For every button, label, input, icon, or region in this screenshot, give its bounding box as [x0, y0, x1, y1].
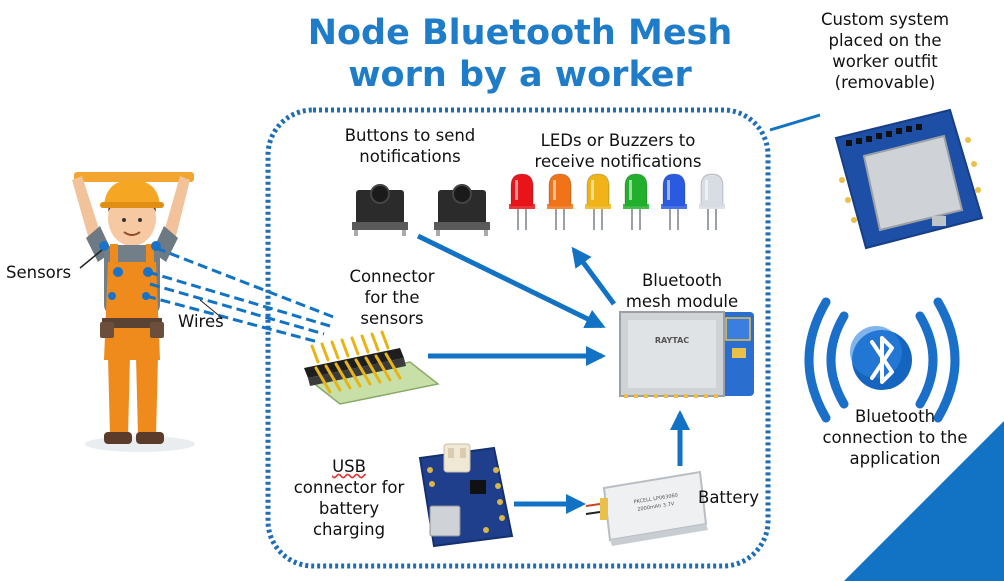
node-boundary [265, 107, 771, 569]
connector-label: Connector for the sensors [349, 267, 435, 328]
sensors-label: Sensors [6, 263, 72, 282]
bluetooth-mesh-module [619, 311, 754, 398]
led-2 [547, 173, 573, 230]
led-5 [661, 173, 687, 230]
led-4 [623, 173, 649, 230]
custom-system-pointer-line [769, 113, 821, 132]
push-button-2 [434, 184, 490, 236]
battery-print-2: 2000mAh 3.7V [637, 501, 675, 513]
led-row [509, 173, 725, 230]
title-line-1: Node Bluetooth Mesh [307, 13, 733, 53]
corner-accent [844, 421, 1004, 581]
custom-system-label: Custom system placed on the worker outfi… [820, 10, 950, 92]
usb-charging-board [418, 443, 514, 548]
bluetooth-icon [804, 297, 960, 423]
usb-label: USB connector for battery charging [293, 457, 405, 539]
title-line-2: worn by a worker [348, 55, 692, 95]
led-3 [585, 173, 611, 230]
wires [145, 246, 337, 344]
battery-label: Battery [698, 488, 760, 507]
module-brand-label: RAYTAC [655, 336, 689, 345]
wires-label: Wires [178, 312, 224, 331]
module-label: Bluetooth mesh module [625, 271, 739, 311]
push-button-1 [352, 184, 408, 236]
led-6 [699, 173, 725, 230]
bt-connection-label: Bluetooth connection to the application [822, 407, 968, 468]
arrow-buttons-to-module [416, 233, 606, 329]
custom-system-board [834, 108, 984, 250]
arrow-module-to-leds [571, 246, 617, 306]
sensor-connector [304, 330, 440, 405]
leds-label: LEDs or Buzzers to receive notifications [534, 131, 702, 171]
led-1 [509, 173, 535, 230]
lipo-battery [585, 470, 708, 546]
buttons-label: Buttons to send notifications [344, 126, 476, 166]
wires-pointer-line [199, 299, 223, 319]
diagram-title: Node Bluetooth Mesh worn by a worker [260, 12, 780, 96]
sensors-pointer-line [79, 249, 103, 269]
worker-figure [72, 172, 195, 452]
